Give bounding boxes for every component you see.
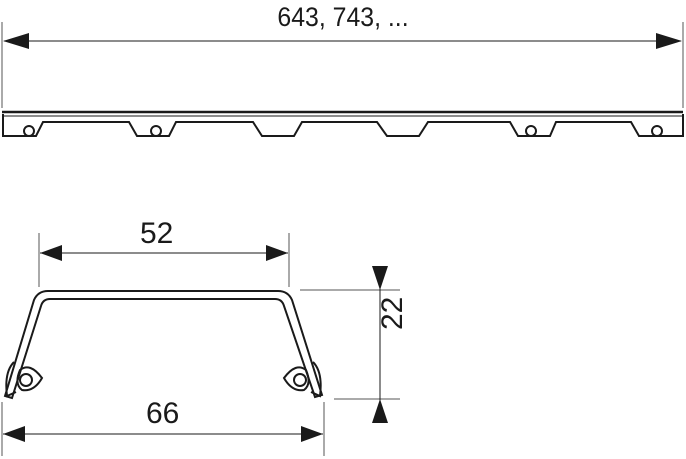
mount-hole [525,125,537,137]
bottom-width-label: 66 [146,397,180,430]
grate-bar-profile [2,110,684,137]
length-dimension [1,22,684,108]
height-dimension [300,266,400,423]
section-profile [3,290,324,400]
top-width-label: 52 [140,217,174,250]
mount-hole [150,125,162,137]
mount-hole [651,125,663,137]
bottom-width-dimension [1,402,325,456]
top-width-dimension [38,233,290,287]
length-label: 643, 743, ... [277,2,409,32]
mount-hole [23,125,35,137]
height-label: 22 [376,296,409,330]
